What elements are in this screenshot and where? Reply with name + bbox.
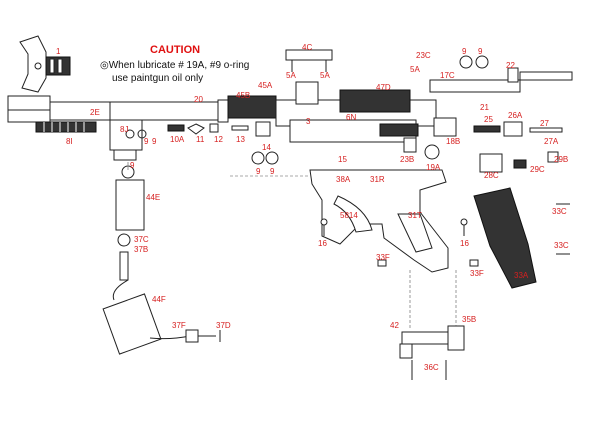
label-31r: 31R bbox=[370, 175, 385, 184]
label-9e: 9 bbox=[462, 47, 467, 56]
label-45a: 45A bbox=[258, 81, 273, 90]
label-33c-bottom: 33C bbox=[554, 241, 569, 250]
label-36c: 36C bbox=[424, 363, 439, 372]
label-44e: 44E bbox=[146, 193, 161, 202]
label-14: 14 bbox=[262, 143, 271, 152]
label-17c: 17C bbox=[440, 71, 455, 80]
label-9d: 9 bbox=[270, 167, 275, 176]
label-5a-right: 5A bbox=[320, 71, 330, 80]
label-37c: 37C bbox=[134, 235, 149, 244]
label-18b: 18B bbox=[446, 137, 461, 146]
label-37d: 37D bbox=[216, 321, 231, 330]
label-5a-left: 5A bbox=[286, 71, 296, 80]
label-19a: 19A bbox=[426, 163, 441, 172]
label-9b: 9 bbox=[152, 137, 157, 146]
label-25: 25 bbox=[484, 115, 493, 124]
label-33f-left: 33F bbox=[376, 253, 390, 262]
label-45b: 45B bbox=[236, 91, 251, 100]
label-23c: 23C bbox=[416, 51, 431, 60]
label-27a: 27A bbox=[544, 137, 559, 146]
part-trigger-frame bbox=[309, 169, 449, 273]
part-screws bbox=[320, 203, 570, 267]
label-26a: 26A bbox=[508, 111, 523, 120]
label-23b: 23B bbox=[400, 155, 415, 164]
label-38a: 38A bbox=[336, 175, 351, 184]
label-16-right: 16 bbox=[460, 239, 469, 248]
part-17c-assembly bbox=[429, 55, 573, 93]
label-33a: 33A bbox=[514, 271, 529, 280]
caution-line-1: ◎When lubricate # 19A, #9 o-ring bbox=[100, 60, 250, 71]
label-21: 21 bbox=[480, 103, 489, 112]
leader-lines bbox=[127, 162, 457, 330]
label-22: 22 bbox=[506, 61, 515, 70]
label-27: 27 bbox=[540, 119, 549, 128]
label-28c: 28C bbox=[484, 171, 499, 180]
label-20: 20 bbox=[194, 95, 203, 104]
part-small-hardware bbox=[167, 121, 271, 137]
label-16-left: 16 bbox=[318, 239, 327, 248]
label-33f-right: 33F bbox=[470, 269, 484, 278]
label-42: 42 bbox=[390, 321, 399, 330]
label-11: 11 bbox=[196, 135, 205, 144]
label-9c: 9 bbox=[256, 167, 261, 176]
part-8i-spring bbox=[35, 121, 97, 133]
part-25-27-springs bbox=[473, 121, 563, 137]
part-2e-back-block bbox=[7, 95, 229, 123]
part-44f-air-source bbox=[102, 279, 221, 355]
label-5814: 5814 bbox=[340, 211, 358, 220]
label-8j: 8J bbox=[120, 125, 129, 134]
part-4c-bracket bbox=[285, 49, 333, 72]
label-9f: 9 bbox=[478, 47, 483, 56]
label-4c: 4C bbox=[302, 43, 313, 52]
label-9a: 9 bbox=[144, 137, 149, 146]
label-29b: 29B bbox=[554, 155, 569, 164]
label-5a-top: 5A bbox=[410, 65, 420, 74]
label-15: 15 bbox=[338, 155, 347, 164]
part-19a-18b bbox=[403, 117, 457, 160]
label-6n: 6N bbox=[346, 113, 357, 122]
part-44e-regulator bbox=[115, 165, 145, 281]
label-2e: 2E bbox=[90, 108, 100, 117]
label-29c: 29C bbox=[530, 165, 545, 174]
part-33a-grip-panel bbox=[473, 187, 537, 289]
label-31t: 31T bbox=[408, 211, 422, 220]
label-37f: 37F bbox=[172, 321, 186, 330]
label-3: 3 bbox=[306, 117, 311, 126]
part-1-end-cap bbox=[19, 35, 71, 93]
label-13: 13 bbox=[236, 135, 245, 144]
label-33c-top: 33C bbox=[552, 207, 567, 216]
part-8j-neck bbox=[109, 119, 143, 161]
label-8i: 8I bbox=[66, 137, 73, 146]
label-35b: 35B bbox=[462, 315, 477, 324]
label-44f: 44F bbox=[152, 295, 166, 304]
part-receiver-body bbox=[227, 81, 437, 143]
caution-line-2: use paintgun oil only bbox=[112, 73, 204, 84]
part-orings-14 bbox=[125, 129, 279, 165]
label-37b: 37B bbox=[134, 245, 149, 254]
caution-title: CAUTION bbox=[150, 44, 201, 56]
label-10a: 10A bbox=[170, 135, 185, 144]
label-9-regulator: 9 bbox=[130, 161, 135, 170]
label-47d: 47D bbox=[376, 83, 391, 92]
label-1: 1 bbox=[56, 47, 61, 56]
part-28c-block bbox=[479, 151, 559, 173]
label-12: 12 bbox=[214, 135, 223, 144]
